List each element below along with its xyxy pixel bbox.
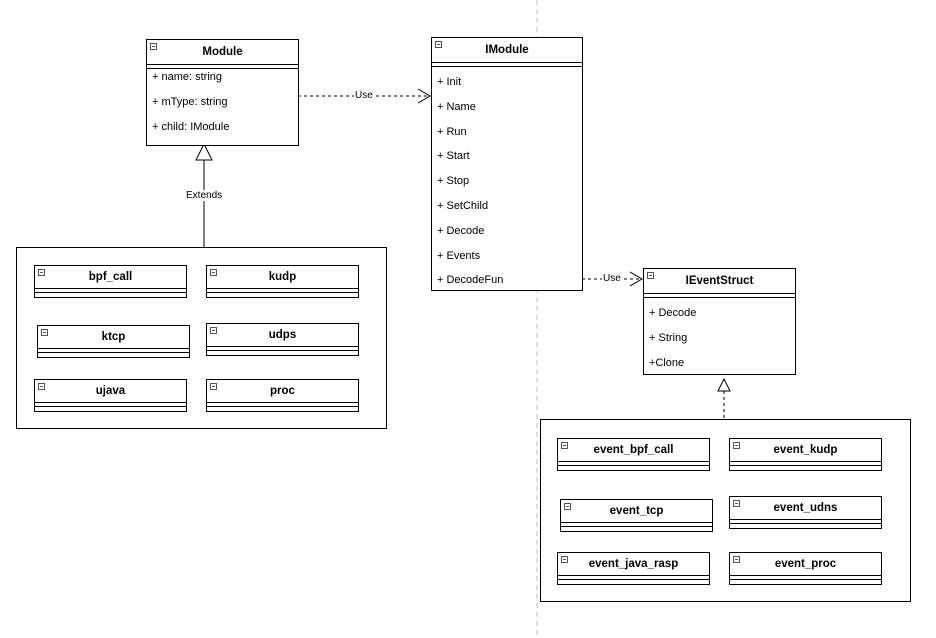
collapse-toggle-icon[interactable] [564,503,571,510]
collapse-toggle-icon[interactable] [38,269,45,276]
imodule-method-setchild: + SetChild [437,199,489,212]
class-kudp-title: kudp [268,271,297,283]
collapse-toggle-icon[interactable] [647,272,654,279]
class-module-header: Module [147,40,298,69]
imodule-method-start: + Start [437,150,470,163]
extends-arrowhead [195,142,213,161]
class-event-java-rasp-title: event_java_rasp [588,558,679,570]
class-event-tcp[interactable]: event_tcp [560,499,713,532]
class-bpf-call-title: bpf_call [88,271,133,283]
ievent-method-clone: +Clone [649,356,685,369]
class-kudp[interactable]: kudp [206,265,359,298]
class-event-tcp-title: event_tcp [609,505,664,517]
collapse-toggle-icon[interactable] [38,383,45,390]
extends-label: Extends [185,190,224,201]
class-event-proc-title: event_proc [774,558,837,570]
class-bpf-call[interactable]: bpf_call [34,265,187,298]
imodule-method-init: + Init [437,76,462,88]
class-ktcp[interactable]: ktcp [37,325,190,358]
class-udps-title: udps [268,329,297,341]
imodule-method-run: + Run [437,125,467,138]
class-event-bpf-call-title: event_bpf_call [593,444,674,456]
class-event-java-rasp[interactable]: event_java_rasp [557,552,710,585]
collapse-toggle-icon[interactable] [41,329,48,336]
class-ieventstruct-header: IEventStruct [644,269,795,298]
class-event-kudp-title: event_kudp [773,444,838,456]
collapse-toggle-icon[interactable] [210,383,217,390]
class-proc-title: proc [270,385,295,397]
collapse-toggle-icon[interactable] [150,43,157,50]
use-arrowhead-1 [417,88,431,104]
class-event-kudp[interactable]: event_kudp [729,438,882,471]
class-proc[interactable]: proc [206,379,359,412]
class-event-udns-title: event_udns [773,502,838,514]
class-event-proc[interactable]: event_proc [729,552,882,585]
implements-arrowhead [717,377,731,392]
use-arrowhead-2 [629,271,643,287]
collapse-toggle-icon[interactable] [733,556,740,563]
class-module-title: Module [202,46,243,58]
class-ieventstruct[interactable]: IEventStruct + Decode + String +Clone [643,268,796,375]
imodule-method-stop: + Stop [437,175,470,188]
imodule-method-name: + Name [437,100,476,113]
imodule-method-decodefun: + DecodeFun [437,274,504,287]
class-ktcp-title: ktcp [101,331,126,343]
collapse-toggle-icon[interactable] [733,442,740,449]
collapse-toggle-icon[interactable] [733,500,740,507]
ievent-method-string: + String [649,331,688,344]
class-ujava[interactable]: ujava [34,379,187,412]
class-ujava-title: ujava [95,385,126,397]
use-label-1: Use [354,90,374,101]
class-event-bpf-call[interactable]: event_bpf_call [557,438,710,471]
class-imodule-title: IModule [485,44,529,56]
module-field-child: + child: IModule [152,120,230,133]
class-ieventstruct-title: IEventStruct [685,275,754,287]
class-udps[interactable]: udps [206,323,359,356]
collapse-toggle-icon[interactable] [561,556,568,563]
collapse-toggle-icon[interactable] [435,41,442,48]
class-imodule-header: IModule [432,38,582,67]
module-field-name: + name: string [152,71,223,83]
imodule-method-events: + Events [437,249,481,262]
use-label-2: Use [602,273,622,284]
class-event-udns[interactable]: event_udns [729,496,882,529]
module-field-mtype: + mType: string [152,95,228,108]
collapse-toggle-icon[interactable] [561,442,568,449]
ievent-method-decode: + Decode [649,307,697,319]
class-imodule[interactable]: IModule + Init + Name + Run + Start + St… [431,37,583,291]
collapse-toggle-icon[interactable] [210,327,217,334]
class-module[interactable]: Module + name: string + mType: string + … [146,39,299,146]
imodule-method-decode: + Decode [437,224,485,237]
collapse-toggle-icon[interactable] [210,269,217,276]
